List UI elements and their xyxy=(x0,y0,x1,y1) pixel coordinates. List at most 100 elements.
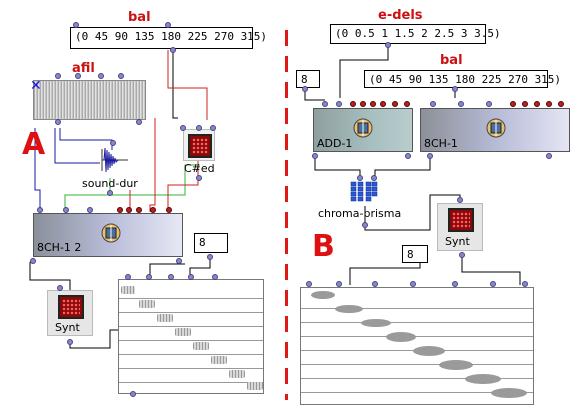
number-box[interactable]: 8 xyxy=(194,233,228,253)
outlet[interactable] xyxy=(546,153,552,159)
outlet[interactable] xyxy=(427,153,433,159)
inlet[interactable] xyxy=(63,207,69,213)
chord-seq-score[interactable] xyxy=(118,279,264,394)
inlet[interactable] xyxy=(322,101,328,107)
chroma-prisma-icon[interactable] xyxy=(350,181,378,203)
inlet[interactable] xyxy=(306,281,312,287)
inlet[interactable] xyxy=(98,73,104,79)
synt-object-box-right[interactable]: Synt xyxy=(437,203,483,251)
maquette-add-box[interactable]: ADD-1 xyxy=(313,108,413,152)
inlet[interactable] xyxy=(196,125,202,131)
inlet[interactable] xyxy=(75,73,81,79)
score-event xyxy=(139,300,155,308)
inlet[interactable] xyxy=(150,207,156,213)
outlet[interactable] xyxy=(196,175,202,181)
outlet[interactable] xyxy=(207,254,213,260)
chord-object-box[interactable] xyxy=(183,129,215,161)
inlet[interactable] xyxy=(360,101,366,107)
inlet[interactable] xyxy=(336,281,342,287)
inlet[interactable] xyxy=(357,175,363,181)
synt-object-box[interactable]: Synt xyxy=(47,290,93,336)
inlet[interactable] xyxy=(165,22,171,28)
patch-cord xyxy=(149,263,185,278)
inlet[interactable] xyxy=(166,207,172,213)
afil-title: afil xyxy=(72,61,95,76)
inlet[interactable] xyxy=(534,101,540,107)
inlet[interactable] xyxy=(452,281,458,287)
inlet[interactable] xyxy=(510,101,516,107)
maquette-8ch-box[interactable]: 8CH-1 2 xyxy=(33,213,183,257)
inlet[interactable] xyxy=(410,281,416,287)
inlet[interactable] xyxy=(57,285,63,291)
inlet[interactable] xyxy=(118,73,124,79)
inlet[interactable] xyxy=(336,101,342,107)
outlet[interactable] xyxy=(302,86,308,92)
inlet[interactable] xyxy=(212,274,218,280)
patch-cord xyxy=(339,43,389,98)
inlet[interactable] xyxy=(372,281,378,287)
inlet[interactable] xyxy=(457,197,463,203)
inlet[interactable] xyxy=(490,281,496,287)
outlet[interactable] xyxy=(107,190,113,196)
close-icon[interactable]: ✕ xyxy=(30,78,42,94)
inlet[interactable] xyxy=(458,101,464,107)
bal-title: bal xyxy=(128,10,151,25)
patch-cord xyxy=(167,160,199,210)
number-box-top[interactable]: 8 xyxy=(296,70,320,88)
inlet[interactable] xyxy=(73,22,79,28)
inlet[interactable] xyxy=(180,125,186,131)
inlet[interactable] xyxy=(392,101,398,107)
inlet[interactable] xyxy=(522,281,528,287)
inlet[interactable] xyxy=(371,175,377,181)
inlet[interactable] xyxy=(125,274,131,280)
inlet[interactable] xyxy=(136,207,142,213)
inlet[interactable] xyxy=(370,101,376,107)
prisma-label: chroma-prisma xyxy=(318,207,402,220)
inlet[interactable] xyxy=(486,101,492,107)
inlet[interactable] xyxy=(110,140,116,146)
inlet[interactable] xyxy=(188,274,194,280)
outlet[interactable] xyxy=(176,258,182,264)
inlet[interactable] xyxy=(210,125,216,131)
outlet[interactable] xyxy=(385,42,391,48)
bal-list-box-right[interactable]: (0 45 90 135 180 225 270 315) xyxy=(364,70,561,88)
inlet[interactable] xyxy=(168,274,174,280)
chord-seq-score-right[interactable] xyxy=(300,287,534,405)
inlet[interactable] xyxy=(146,274,152,280)
outlet[interactable] xyxy=(362,222,368,228)
waveform-icon[interactable] xyxy=(98,145,130,175)
inlet[interactable] xyxy=(546,101,552,107)
patch-cord xyxy=(69,329,122,349)
outlet[interactable] xyxy=(312,153,318,159)
inlet[interactable] xyxy=(404,101,410,107)
outlet[interactable] xyxy=(405,153,411,159)
inlet[interactable] xyxy=(126,207,132,213)
outlet[interactable] xyxy=(30,258,36,264)
outlet[interactable] xyxy=(170,47,176,53)
outlet[interactable] xyxy=(452,86,458,92)
inlet[interactable] xyxy=(522,101,528,107)
outlet[interactable] xyxy=(130,391,136,397)
inlet[interactable] xyxy=(55,73,61,79)
inlet[interactable] xyxy=(117,207,123,213)
score-event xyxy=(121,286,135,294)
bal-list-box[interactable]: (0 45 90 135 180 225 270 315) xyxy=(70,27,267,49)
inlet[interactable] xyxy=(380,101,386,107)
add-label: ADD-1 xyxy=(317,137,353,150)
inlet[interactable] xyxy=(37,207,43,213)
patch-cord xyxy=(34,128,41,212)
maquette-8ch-box-right[interactable]: 8CH-1 xyxy=(420,108,570,152)
outlet[interactable] xyxy=(55,119,61,125)
outlet[interactable] xyxy=(459,252,465,258)
outlet[interactable] xyxy=(136,119,142,125)
outlet[interactable] xyxy=(67,339,73,345)
inlet[interactable] xyxy=(430,101,436,107)
sound-sample-box[interactable] xyxy=(33,80,146,120)
inlet[interactable] xyxy=(87,207,93,213)
patch-cord xyxy=(314,154,361,180)
edels-list-box[interactable]: (0 0.5 1 1.5 2 2.5 3 3.5) xyxy=(330,24,501,44)
score-event xyxy=(175,328,191,336)
inlet[interactable] xyxy=(350,101,356,107)
inlet[interactable] xyxy=(558,101,564,107)
number-box-right[interactable]: 8 xyxy=(402,245,428,263)
